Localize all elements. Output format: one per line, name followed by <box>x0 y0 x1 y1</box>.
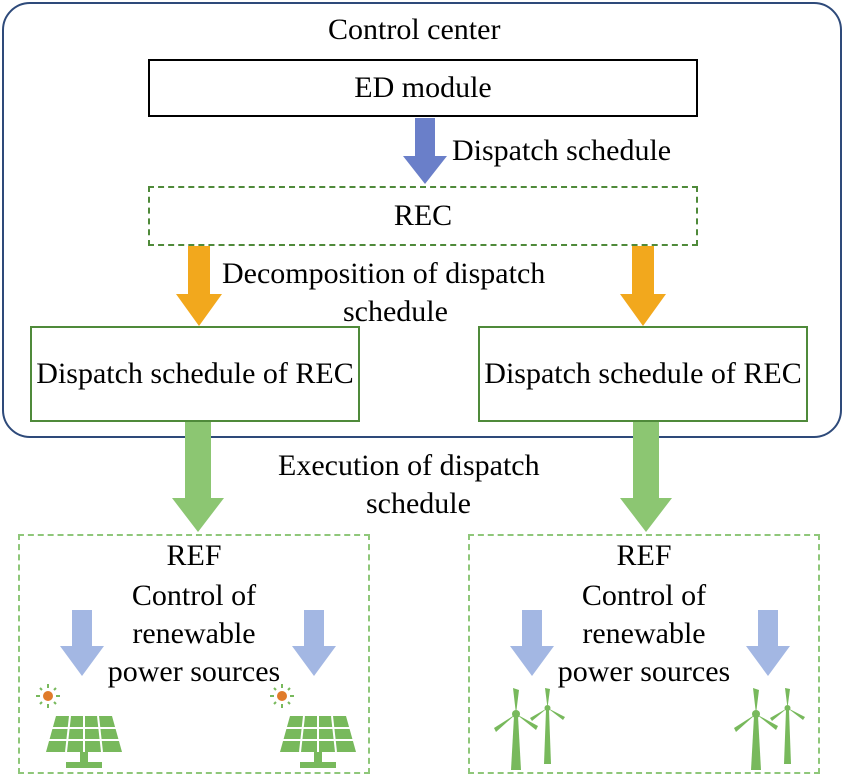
ref-title: REF <box>166 539 222 572</box>
ref-box-wind: REF Control of renewable power sources <box>468 534 820 774</box>
execution-arrow-right-icon <box>620 422 672 532</box>
control-arrow-right-icon <box>746 610 790 676</box>
decomposition-arrow-left-icon <box>176 246 222 326</box>
control-center-frame <box>2 2 842 438</box>
wind-turbine-icon <box>734 688 805 770</box>
ref-body-line1: Control of <box>581 579 707 612</box>
ref-body-line3: power sources <box>557 655 731 688</box>
solar-panel-icon <box>36 684 122 768</box>
control-center-title: Control center <box>328 13 501 46</box>
ed-module-label: ED module <box>354 71 492 104</box>
execution-arrow-left-icon <box>172 422 224 532</box>
dispatch-schedule-label: Dispatch schedule <box>452 134 672 167</box>
execution-label-line1: Execution of dispatch <box>278 449 540 482</box>
ref-body-line3: power sources <box>107 655 281 688</box>
ed-module-box: ED module <box>148 59 698 117</box>
solar-panel-icon <box>270 684 356 768</box>
decomposition-label-line1: Decomposition of dispatch <box>222 257 546 290</box>
left-rec-schedule-label: Dispatch schedule of REC <box>36 357 354 390</box>
rec-box: REC <box>148 186 698 246</box>
left-rec-schedule-box: Dispatch schedule of REC <box>30 326 360 422</box>
ref-title: REF <box>616 539 672 572</box>
decomposition-label-line2: schedule <box>343 295 448 328</box>
control-arrow-left-icon <box>60 610 104 676</box>
execution-label-line2: schedule <box>366 487 471 520</box>
control-arrow-right-icon <box>292 610 336 676</box>
wind-turbine-icon <box>494 688 565 770</box>
dispatch-arrow-icon <box>403 118 447 184</box>
right-rec-schedule-label: Dispatch schedule of REC <box>484 357 802 390</box>
ref-box-solar: REF Control of renewable power sources <box>18 534 370 774</box>
control-arrow-left-icon <box>510 610 554 676</box>
right-rec-schedule-box: Dispatch schedule of REC <box>478 326 808 422</box>
ref-body-line1: Control of <box>131 579 257 612</box>
rec-label: REC <box>393 199 453 232</box>
ref-body-line2: renewable <box>582 617 706 650</box>
decomposition-arrow-right-icon <box>620 246 666 326</box>
ref-body-line2: renewable <box>132 617 256 650</box>
